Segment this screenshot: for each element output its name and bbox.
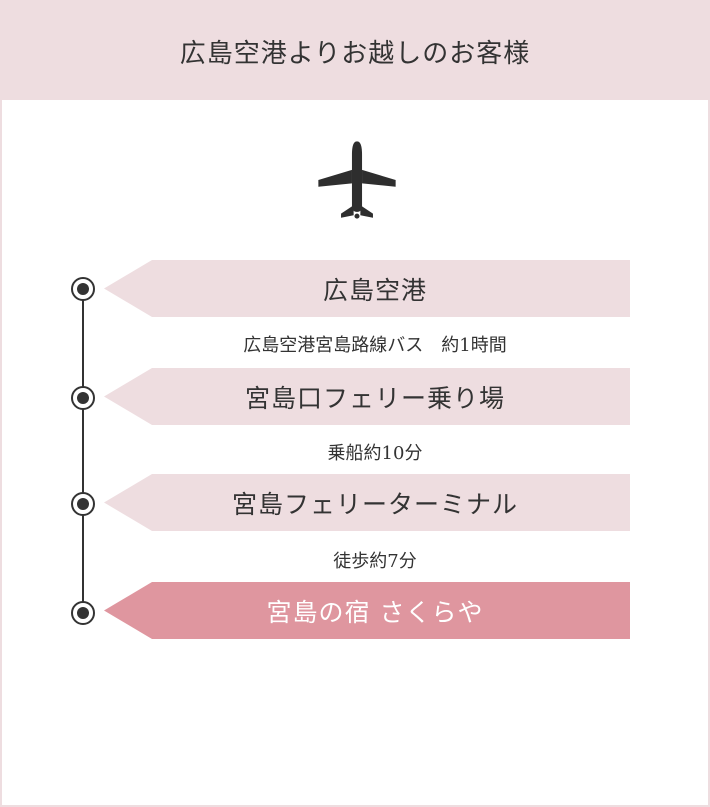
stop-destination: 宮島の宿 さくらや bbox=[104, 582, 630, 639]
transit-label: 徒歩約7分 bbox=[333, 551, 417, 572]
airplane-icon bbox=[318, 141, 396, 219]
stop-label: 宮島口フェリー乗り場 bbox=[244, 383, 505, 413]
stop-miyajima-terminal: 宮島フェリーターミナル bbox=[104, 474, 630, 531]
stop-label: 宮島の宿 さくらや bbox=[266, 597, 484, 627]
timeline-node-3 bbox=[71, 492, 95, 516]
transit-ferry: 乗船約10分 bbox=[104, 437, 630, 467]
transit-bus: 広島空港宮島路線バス 約1時間 bbox=[104, 329, 630, 359]
stop-label: 広島空港 bbox=[322, 275, 427, 305]
timeline-node-2 bbox=[71, 386, 95, 410]
timeline-node-1 bbox=[71, 277, 95, 301]
stop-label: 宮島フェリーターミナル bbox=[231, 489, 518, 519]
timeline-line bbox=[82, 291, 84, 615]
stop-airport: 広島空港 bbox=[104, 260, 630, 317]
stop-miyajimaguchi-ferry: 宮島口フェリー乗り場 bbox=[104, 368, 630, 425]
transit-label: 広島空港宮島路線バス 約1時間 bbox=[243, 335, 507, 356]
page-title: 広島空港よりお越しのお客様 bbox=[179, 38, 531, 69]
header: 広島空港よりお越しのお客様 bbox=[2, 2, 708, 100]
timeline-node-4 bbox=[71, 601, 95, 625]
transit-walk: 徒歩約7分 bbox=[104, 545, 630, 575]
transit-label: 乗船約10分 bbox=[327, 443, 423, 464]
